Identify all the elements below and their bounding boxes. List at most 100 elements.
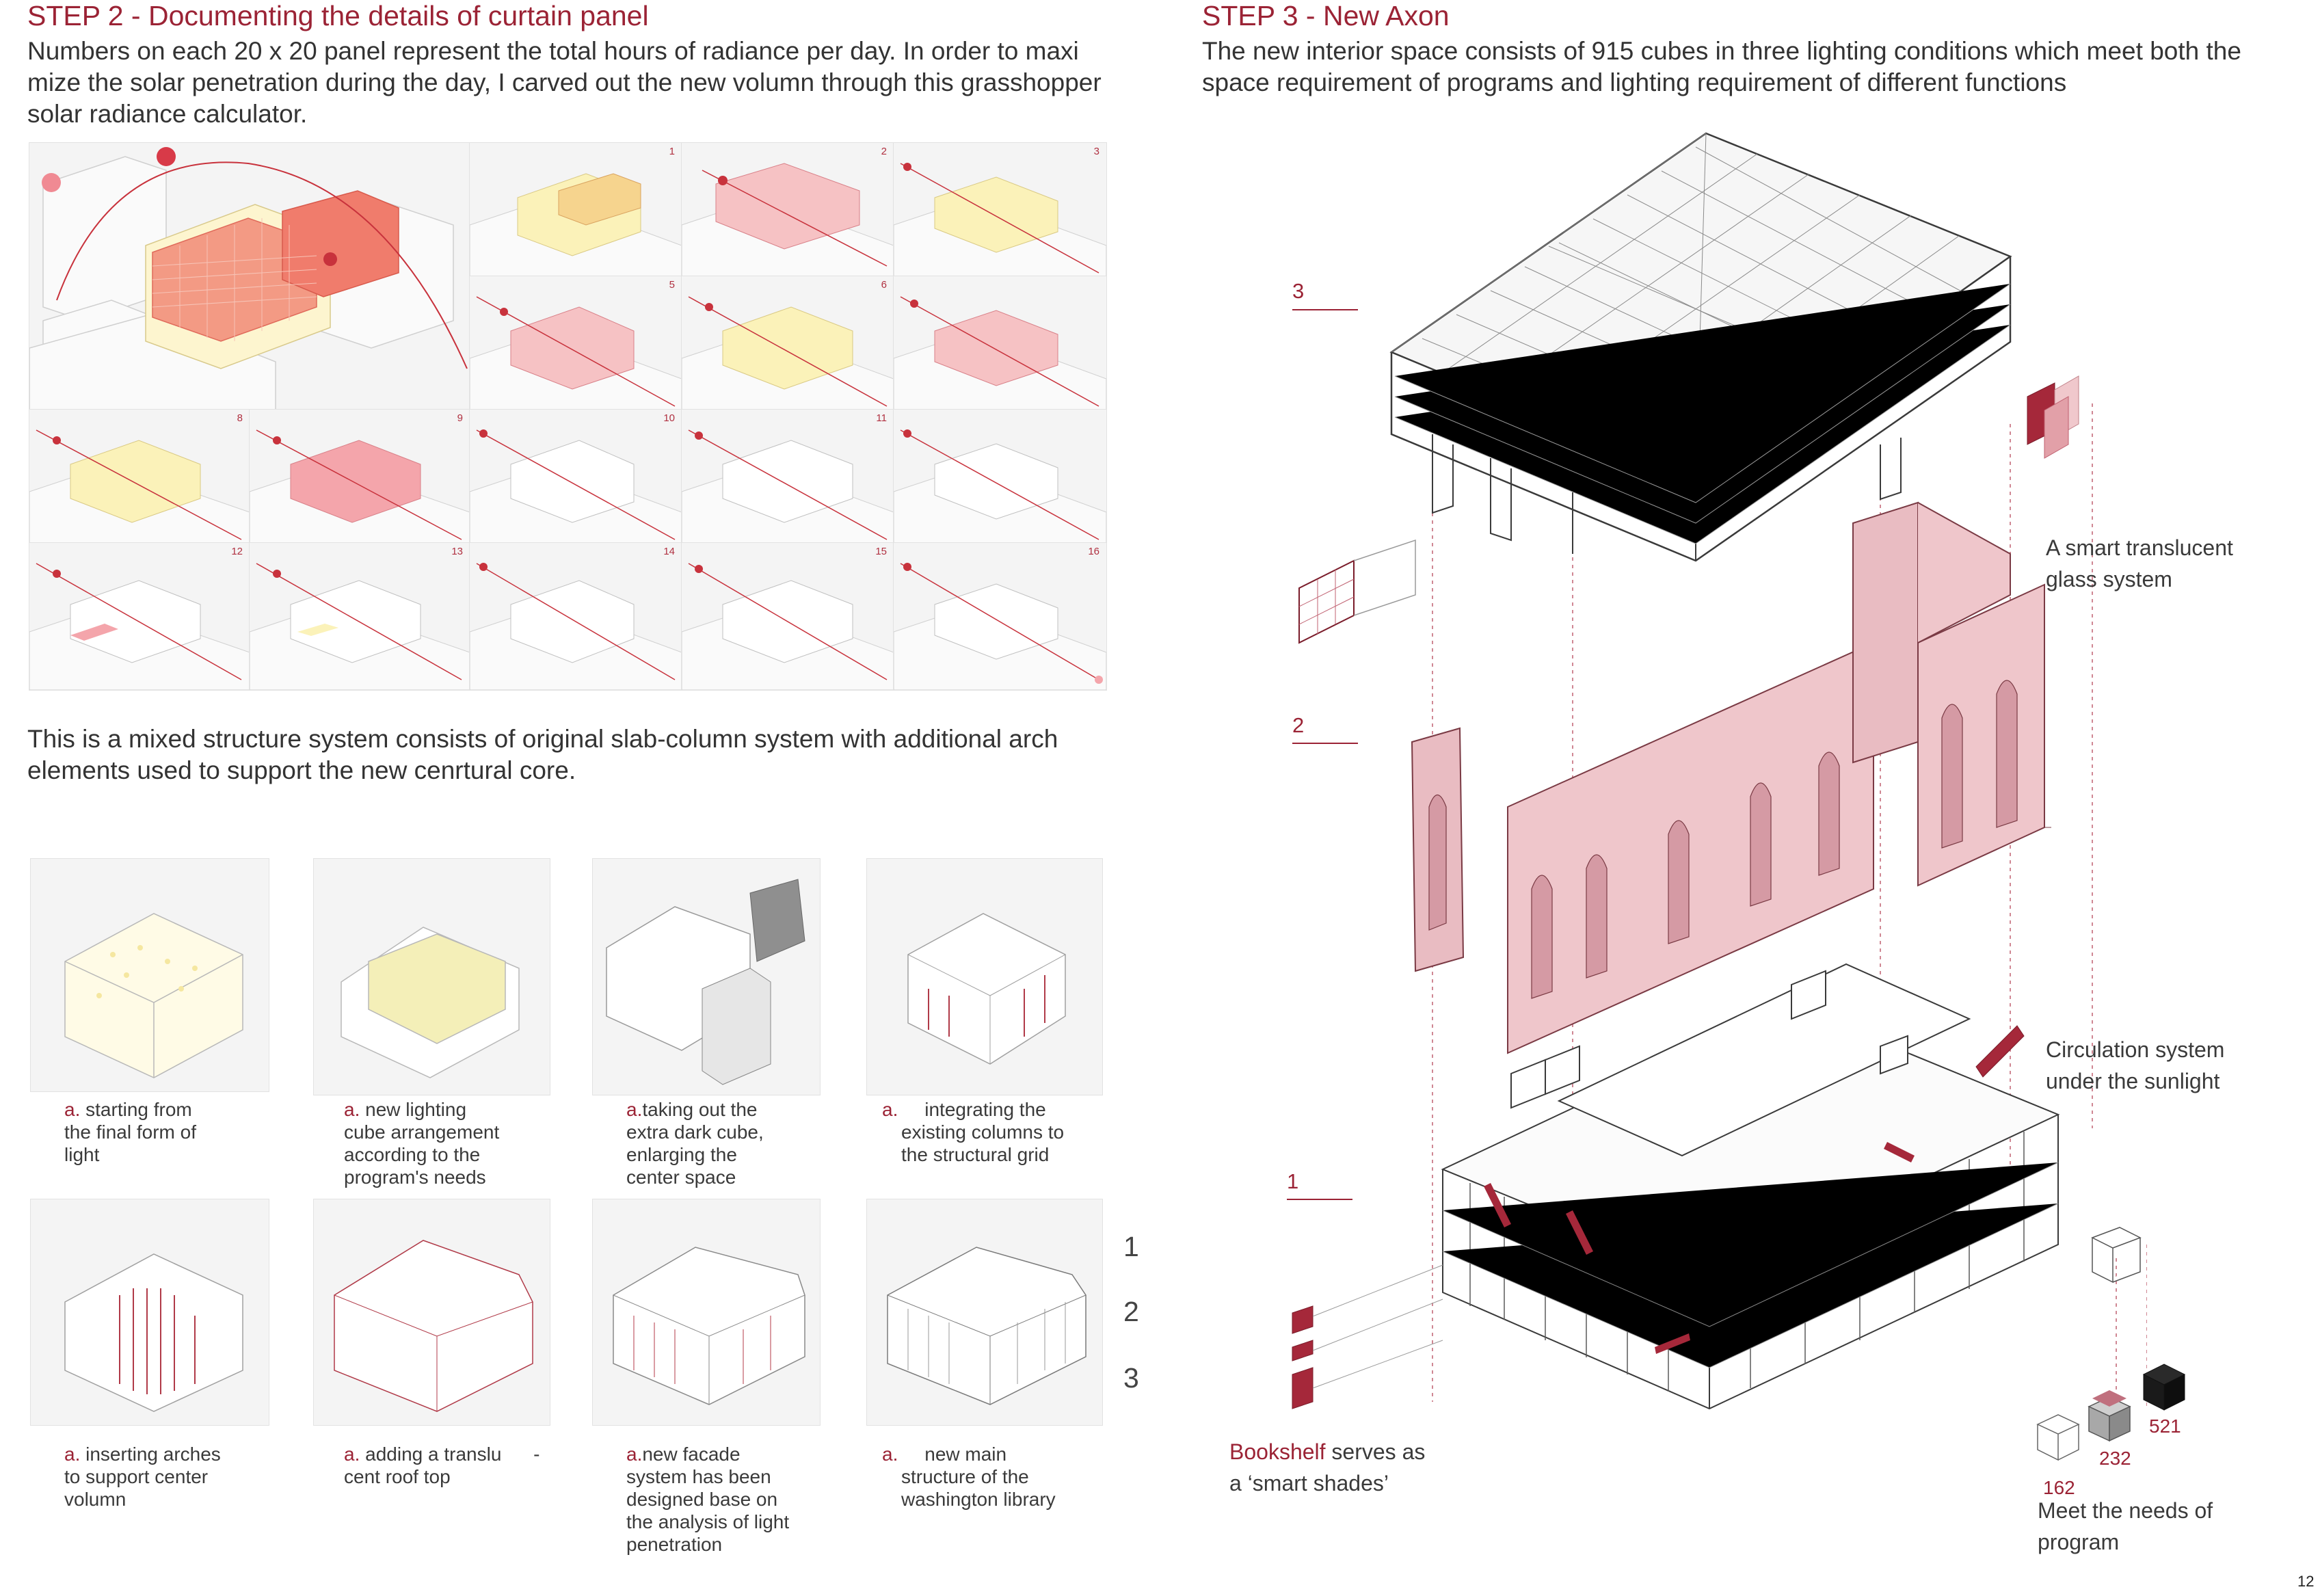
step-number: 1 (1123, 1231, 1139, 1262)
caption-marker: a. (882, 1444, 898, 1465)
radiation-panel: 2 (681, 142, 894, 277)
panel-number: 15 (875, 546, 887, 557)
cube-count-bright: 162 (2043, 1477, 2075, 1498)
step3-title: STEP 3 - New Axon (1202, 0, 1450, 31)
caption-7: a.new facade system has been designed ba… (626, 1443, 789, 1556)
caption-line: enlarging the (626, 1144, 737, 1165)
caption-line: to support center (64, 1466, 209, 1487)
caption-line: penetration (626, 1534, 723, 1555)
radiation-panel (893, 276, 1107, 410)
panel-number: 1 (669, 146, 675, 157)
radiation-panel: 10 (469, 409, 682, 544)
process-diagram-1 (30, 858, 269, 1092)
caption-marker: a. (626, 1444, 643, 1465)
caption-line: designed base on (626, 1489, 778, 1510)
structure-description: This is a mixed structure system consist… (27, 723, 1135, 786)
page-number: 12 (2297, 1573, 2315, 1590)
circulation-note: Circulation system under the sunlight (2046, 1034, 2224, 1097)
exploded-axon (1292, 132, 2147, 1415)
panel-number: 3 (1093, 146, 1099, 157)
panel-number: 10 (663, 412, 675, 424)
caption-marker: a. (64, 1099, 81, 1120)
note-line: Meet the needs of (2038, 1498, 2213, 1523)
note-line: Circulation system (2046, 1037, 2225, 1062)
step3-intro: The new interior space consists of 915 c… (1202, 36, 2296, 98)
panel-number: 11 (876, 412, 887, 424)
caption-line: the analysis of light (626, 1511, 790, 1532)
step2-intro-line: mize the solar penetration during the da… (27, 68, 1102, 96)
caption-line: extra dark cube, (626, 1121, 764, 1143)
step2-intro: Numbers on each 20 x 20 panel represent … (27, 36, 1135, 130)
panel-number: 6 (881, 279, 887, 291)
structure-line: This is a mixed structure system consist… (27, 725, 1058, 753)
caption-line: program's needs (344, 1167, 486, 1188)
radiation-panel: 13 (249, 542, 470, 691)
caption-line: cent roof top (344, 1466, 451, 1487)
step2-intro-line: Numbers on each 20 x 20 panel represent … (27, 37, 1079, 65)
radiation-panel: 15 (681, 542, 894, 691)
radiation-panel: 8 (29, 409, 250, 544)
radiation-panel-main (29, 142, 470, 410)
step3-intro-line: The new interior space consists of 915 c… (1202, 37, 2241, 65)
caption-marker: a. (344, 1444, 360, 1465)
radiation-panel: 5 (469, 276, 682, 410)
step-number: 2 (1123, 1296, 1139, 1327)
caption-8: a. new main structure of the washington … (882, 1443, 1056, 1511)
radiation-panel: 12 (29, 542, 250, 691)
panel-number: 5 (669, 279, 675, 291)
radiation-panel (893, 409, 1107, 544)
caption-marker: a. (64, 1444, 81, 1465)
structure-line: elements used to support the new cenrtur… (27, 756, 576, 784)
panel-number: 12 (231, 546, 243, 557)
caption-line: light (64, 1144, 100, 1165)
radiation-panel: 16 (893, 542, 1107, 691)
note-line: program (2038, 1530, 2120, 1554)
radiation-panel: 3 (893, 142, 1107, 277)
caption-line: system has been (626, 1466, 771, 1487)
caption-6: a. adding a translu - cent roof top (344, 1443, 539, 1488)
caption-line: integrating the (898, 1099, 1046, 1120)
process-diagram-6 (313, 1199, 550, 1426)
level-label: 3 (1292, 279, 1305, 303)
cube-count-medium: 232 (2099, 1448, 2131, 1469)
caption-line: center space (626, 1167, 736, 1188)
process-diagram-3 (592, 858, 821, 1095)
process-diagram-7 (592, 1199, 821, 1426)
panel-number: 16 (1088, 546, 1099, 557)
radiation-panel: 1 (469, 142, 682, 277)
caption-line: adding a translu - (360, 1444, 540, 1465)
caption-line: cube arrangement (344, 1121, 500, 1143)
caption-line: new main (898, 1444, 1007, 1465)
process-diagram-8 (866, 1199, 1103, 1426)
caption-line: starting from (80, 1099, 192, 1120)
note-highlight: Bookshelf (1229, 1439, 1326, 1464)
lighting-cubes-legend (2036, 1364, 2186, 1461)
step2-title: STEP 2 - Documenting the details of curt… (27, 0, 649, 31)
bookshelf-note: Bookshelf serves as a ‘smart shades’ (1229, 1436, 1425, 1499)
process-diagram-2 (313, 858, 550, 1095)
caption-line: inserting arches (80, 1444, 221, 1465)
step2-intro-line: solar radiance calculator. (27, 100, 308, 128)
caption-line: existing columns to (901, 1121, 1065, 1143)
radiation-panel: 9 (249, 409, 470, 544)
panel-number: 2 (881, 146, 887, 157)
level-label: 1 (1287, 1169, 1299, 1193)
radiation-panel: 14 (469, 542, 682, 691)
caption-line: the structural grid (901, 1144, 1050, 1165)
panel-number: 13 (451, 546, 463, 557)
caption-line: new lighting (360, 1099, 467, 1120)
level-label: 2 (1292, 713, 1305, 737)
radiation-panel: 6 (681, 276, 894, 410)
caption-marker: a. (882, 1099, 898, 1120)
program-note: Meet the needs of program (2038, 1495, 2213, 1558)
caption-line: volumn (64, 1489, 126, 1510)
cube-count-dark: 521 (2149, 1415, 2181, 1437)
note-line: serves as (1325, 1439, 1426, 1464)
note-line: a ‘smart shades’ (1229, 1471, 1389, 1495)
caption-line: structure of the (901, 1466, 1029, 1487)
caption-3: a.taking out the extra dark cube, enlarg… (626, 1098, 764, 1188)
caption-1: a. starting from the final form of light (64, 1098, 196, 1166)
panel-number: 8 (237, 412, 243, 424)
note-line: under the sunlight (2046, 1069, 2220, 1093)
caption-5: a. inserting arches to support center vo… (64, 1443, 221, 1511)
